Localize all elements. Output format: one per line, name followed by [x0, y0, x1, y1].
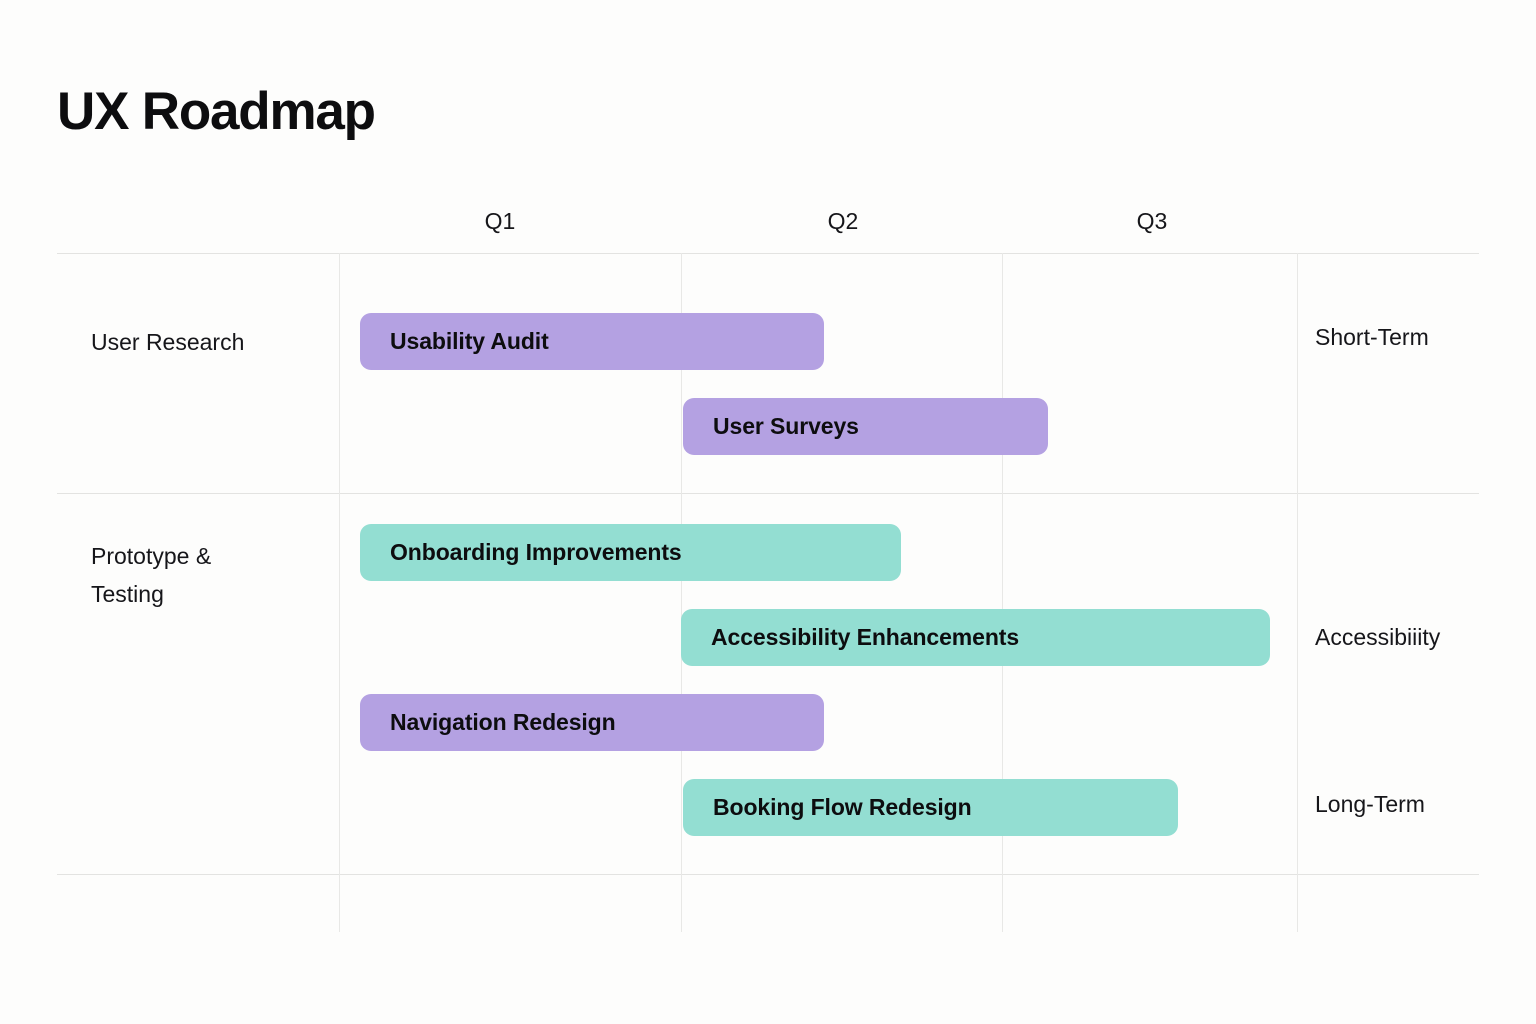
- task-bar-user-surveys[interactable]: User Surveys: [683, 398, 1048, 455]
- header-divider: [57, 253, 1479, 254]
- swimlane-label-user-research: User Research: [91, 329, 245, 355]
- column-header-q2: Q2: [827, 208, 859, 234]
- phase-label-accessibility: Accessibiiity: [1315, 624, 1441, 650]
- task-label: User Surveys: [713, 413, 859, 439]
- phase-label-short-term: Short-Term: [1315, 324, 1429, 350]
- task-label: Booking Flow Redesign: [713, 794, 972, 820]
- task-label: Accessibility Enhancements: [711, 624, 1020, 650]
- column-header-q1: Q1: [484, 208, 516, 234]
- phase-label-long-term: Long-Term: [1315, 791, 1425, 817]
- gridline-timeline-start: [339, 253, 340, 932]
- task-bar-booking-flow-redesign[interactable]: Booking Flow Redesign: [683, 779, 1178, 836]
- swimlane-label-prototype-testing: Prototype & Testing: [91, 543, 212, 607]
- task-bar-navigation-redesign[interactable]: Navigation Redesign: [360, 694, 824, 751]
- gridline-phase-column: [1297, 253, 1298, 932]
- task-label: Onboarding Improvements: [390, 539, 682, 565]
- swimlane-divider: [57, 493, 1479, 494]
- task-bar-accessibility-enhancements[interactable]: Accessibility Enhancements: [681, 609, 1270, 666]
- task-label: Usability Audit: [390, 328, 549, 354]
- column-header-q3: Q3: [1136, 208, 1168, 234]
- task-label: Navigation Redesign: [390, 709, 616, 735]
- task-bar-onboarding-improvements[interactable]: Onboarding Improvements: [360, 524, 901, 581]
- bottom-divider: [57, 874, 1479, 875]
- page-title: UX Roadmap: [57, 82, 376, 141]
- task-bar-usability-audit[interactable]: Usability Audit: [360, 313, 824, 370]
- gridline-q3: [1002, 253, 1003, 932]
- gridline-q2: [681, 253, 682, 932]
